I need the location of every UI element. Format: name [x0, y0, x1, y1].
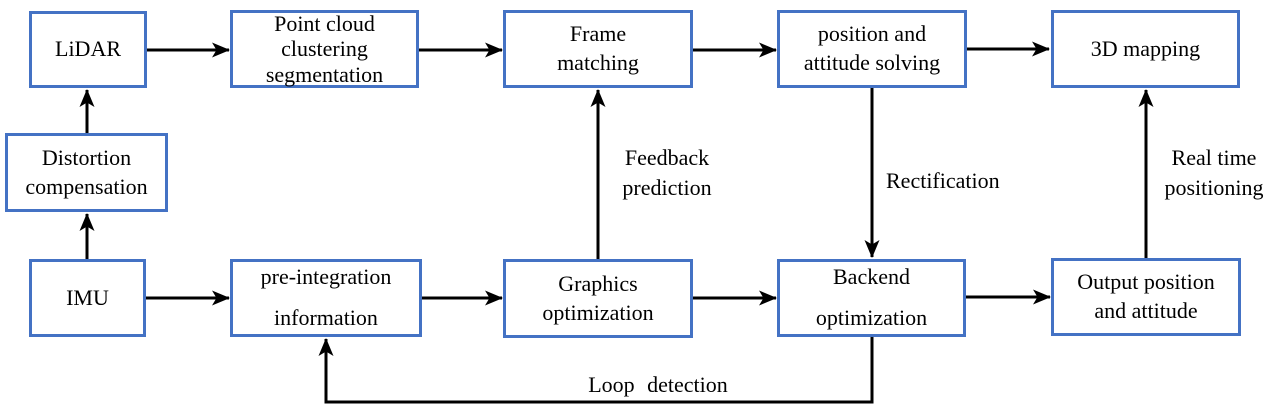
node-position-attitude-solving: position and attitude solving — [777, 10, 967, 88]
node-output-position-attitude-label: Output position and attitude — [1077, 269, 1215, 323]
edge-label-loop-detection: Loop detection — [588, 372, 728, 397]
node-lidar-label: LiDAR — [55, 36, 121, 62]
node-frame-matching-label: Frame matching — [557, 21, 639, 75]
node-imu: IMU — [29, 259, 146, 337]
node-imu-label: IMU — [66, 284, 109, 310]
node-3d-mapping: 3D mapping — [1051, 10, 1240, 88]
node-preintegration-information-label: pre-integration information — [260, 264, 392, 330]
node-point-cloud-label: Point cloud clustering segmentation — [265, 11, 384, 87]
node-3d-mapping-label: 3D mapping — [1090, 35, 1201, 61]
node-preintegration-information: pre-integration information — [230, 259, 422, 337]
node-backend-optimization-label: Backend optimization — [815, 264, 928, 330]
arrow-loop-backend-to-preintegration — [318, 337, 874, 404]
node-graphics-optimization: Graphics optimization — [503, 259, 693, 338]
node-distortion-compensation: Distortion compensation — [5, 133, 168, 212]
node-position-attitude-solving-label: position and attitude solving — [803, 21, 941, 75]
edge-label-feedback-prediction: Feedback prediction — [622, 145, 712, 200]
node-frame-matching: Frame matching — [503, 10, 693, 88]
node-point-cloud-clustering-segmentation: Point cloud clustering segmentation — [230, 10, 419, 88]
edge-label-rectification: Rectification — [886, 168, 1000, 193]
node-distortion-compensation-label: Distortion compensation — [25, 144, 148, 199]
node-backend-optimization: Backend optimization — [777, 259, 966, 337]
node-lidar: LiDAR — [29, 11, 147, 88]
node-graphics-optimization-label: Graphics optimization — [542, 270, 654, 325]
edge-label-real-time-positioning: Real time positioning — [1164, 145, 1264, 200]
node-output-position-attitude: Output position and attitude — [1051, 258, 1241, 336]
